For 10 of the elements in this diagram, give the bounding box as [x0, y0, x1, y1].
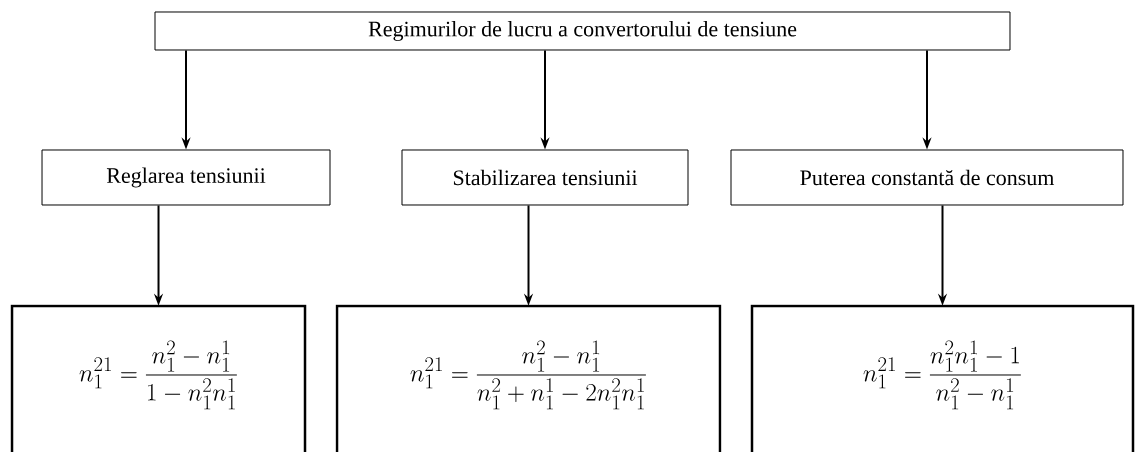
formula-box — [750, 304, 1135, 452]
label-box: Stabilizarea tensiunii — [401, 149, 689, 206]
formula: $n_1^{21}=\frac{n_1^2n_1^1-1}{n_1^2-n_1^1}$ — [863, 340, 1021, 410]
formula-box — [10, 304, 307, 452]
label-box: Reglarea tensiunii — [41, 149, 331, 206]
formula: $n_1^{21}=\frac{n_1^2-n_1^1}{n_1^2+n_1^1-2n_1^2n_1^1}$ — [410, 340, 646, 410]
formula: $n_1^{21}=\frac{n_1^2-n_1^1}{1-n_1^2n_1^1}$ — [79, 340, 237, 410]
label-box: Puterea constantă de consum — [730, 149, 1124, 206]
label-box: Regimurilor de lucru a convertorului de tensiune — [154, 11, 1011, 51]
formula-box — [335, 304, 722, 452]
